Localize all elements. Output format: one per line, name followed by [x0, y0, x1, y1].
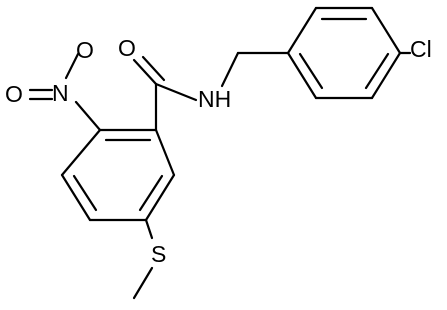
bond-double-inner	[364, 52, 390, 90]
bond-double-inner	[72, 174, 98, 212]
nitro-oxygen-left-label: O	[5, 81, 23, 107]
bond	[286, 6, 318, 55]
bond-co-double-2	[141, 55, 166, 82]
bond	[60, 128, 102, 177]
bond-double-inner	[298, 52, 324, 90]
bond-n-ch2	[220, 51, 240, 88]
nitro-nitrogen-label: N	[52, 80, 69, 106]
amide-nh-label: NH	[198, 86, 231, 112]
chlorophenyl-ring	[286, 6, 402, 100]
bond	[60, 173, 92, 222]
benzamide-ring	[60, 128, 176, 222]
bond	[286, 51, 318, 100]
bond-n-o-top	[64, 52, 80, 80]
bond-double-inner	[138, 174, 164, 212]
bond-s-methyl	[132, 266, 154, 300]
carbonyl-oxygen-label: O	[118, 35, 136, 61]
chlorine-label: Cl	[410, 36, 432, 62]
bond-ring-s	[144, 218, 154, 240]
bond	[370, 51, 402, 100]
bond	[370, 6, 402, 55]
bond-ring-nitro	[74, 100, 102, 132]
bond	[144, 173, 176, 222]
nitro-oxygen-top-label: O	[76, 37, 94, 63]
bond-co-double-1	[132, 58, 158, 86]
sulfur-label: S	[151, 241, 166, 267]
bond	[154, 128, 176, 177]
bond-c-n	[154, 82, 198, 102]
